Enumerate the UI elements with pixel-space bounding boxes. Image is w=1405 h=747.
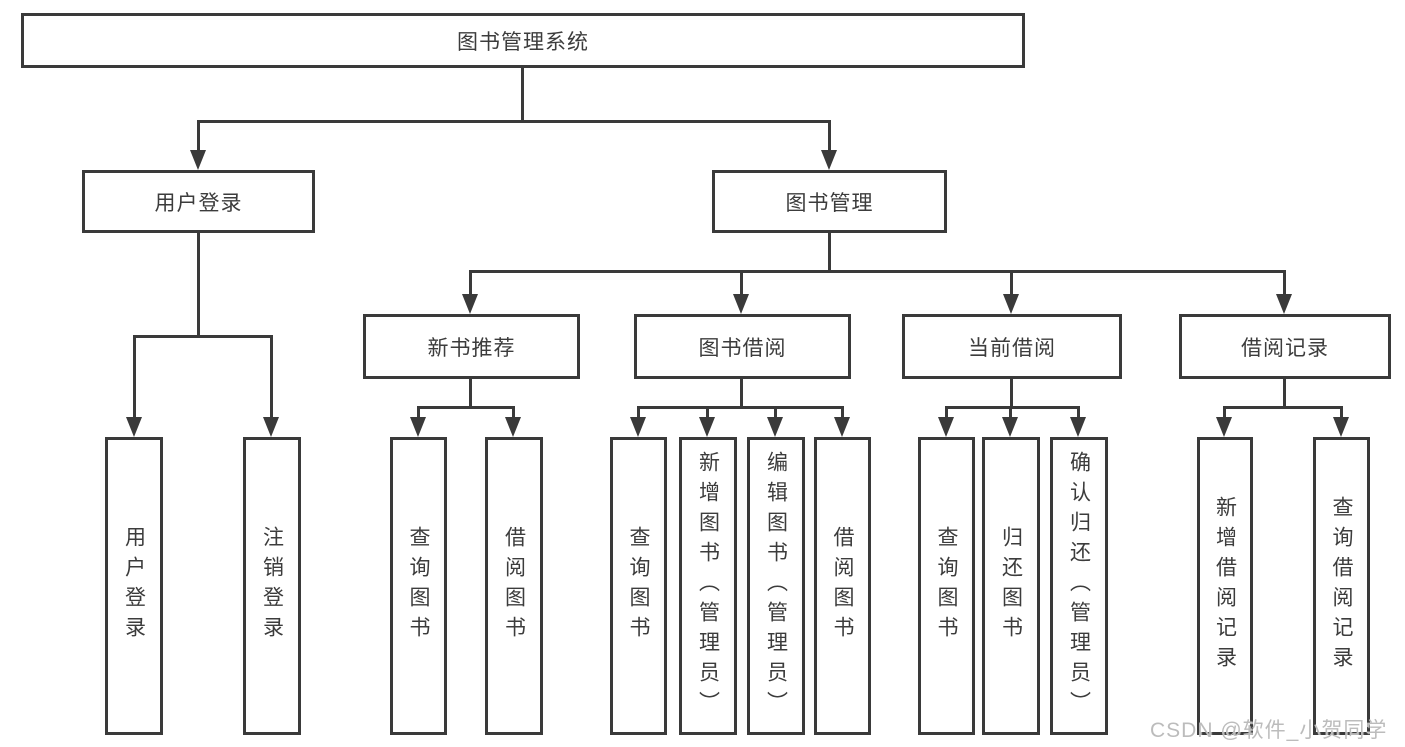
- leaf-add-books-admin: 新增图书（管理员）: [679, 437, 737, 735]
- leaf-label: 用户登录: [122, 526, 146, 646]
- leaf-add-borrow-record: 新增借阅记录: [1197, 437, 1253, 735]
- leaf-label: 查询图书: [407, 526, 430, 646]
- connector-leaf: [637, 406, 640, 420]
- arrow-down-icon: [630, 417, 646, 437]
- leaf-label: 查询借阅记录: [1330, 496, 1353, 676]
- arrow-down-icon: [938, 417, 954, 437]
- node-book-borrow: 图书借阅: [634, 314, 851, 379]
- connector-to-recommend: [469, 270, 472, 296]
- arrow-down-icon: [834, 417, 850, 437]
- arrow-down-icon: [767, 417, 783, 437]
- leaf-recommend-borrow-books: 借阅图书: [485, 437, 543, 735]
- connector-leaf: [133, 335, 136, 419]
- node-user-login: 用户登录: [82, 170, 315, 233]
- connector-to-current: [1010, 270, 1013, 296]
- connector-borrow-split: [637, 406, 843, 409]
- leaf-borrow-books: 借阅图书: [814, 437, 871, 735]
- leaf-label: 查询图书: [627, 526, 650, 646]
- leaf-current-query-books: 查询图书: [918, 437, 975, 735]
- arrow-down-icon: [410, 417, 426, 437]
- leaf-recommend-query-books: 查询图书: [390, 437, 447, 735]
- connector-records-split: [1223, 406, 1342, 409]
- leaf-label: 借阅图书: [831, 526, 854, 646]
- leaf-label: 新增借阅记录: [1213, 496, 1237, 676]
- csdn-watermark: CSDN @软件_小贺同学: [1150, 719, 1388, 742]
- node-new-book-recommend: 新书推荐: [363, 314, 580, 379]
- connector-to-records: [1283, 270, 1286, 296]
- connector-root-trunk: [521, 68, 524, 120]
- leaf-label: 查询图书: [935, 526, 958, 646]
- arrow-down-icon: [505, 417, 521, 437]
- connector-manage-trunk: [828, 233, 831, 271]
- leaf-confirm-return-admin: 确认归还（管理员）: [1050, 437, 1108, 735]
- arrow-down-icon: [1003, 294, 1019, 314]
- node-borrow-records: 借阅记录: [1179, 314, 1391, 379]
- connector-leaf: [1340, 406, 1343, 420]
- leaf-label: 归还图书: [999, 526, 1023, 646]
- connector-leaf: [270, 335, 273, 419]
- arrow-down-icon: [190, 150, 206, 170]
- leaf-logout: 注销登录: [243, 437, 301, 735]
- leaf-label: 确认归还（管理员）: [1067, 451, 1091, 721]
- connector-leaf: [945, 406, 948, 420]
- leaf-edit-books-admin: 编辑图书（管理员）: [747, 437, 805, 735]
- connector-leaf: [1077, 406, 1080, 420]
- connector-current-split: [945, 406, 1080, 409]
- connector-borrow-trunk: [740, 379, 743, 407]
- connector-leaf: [1009, 406, 1012, 420]
- arrow-down-icon: [1002, 417, 1018, 437]
- arrow-down-icon: [699, 417, 715, 437]
- node-current-borrow: 当前借阅: [902, 314, 1122, 379]
- node-book-manage: 图书管理: [712, 170, 947, 233]
- connector-login-trunk: [197, 233, 200, 337]
- connector-root-split: [197, 120, 831, 123]
- arrow-down-icon: [1276, 294, 1292, 314]
- leaf-label: 注销登录: [260, 526, 284, 646]
- leaf-label: 编辑图书（管理员）: [764, 451, 788, 721]
- connector-to-borrow: [740, 270, 743, 296]
- leaf-label: 借阅图书: [502, 526, 526, 646]
- connector-recommend-split: [417, 406, 515, 409]
- connector-leaf: [841, 406, 844, 420]
- arrow-down-icon: [821, 150, 837, 170]
- connector-leaf: [417, 406, 420, 420]
- arrow-down-icon: [733, 294, 749, 314]
- leaf-label: 新增图书（管理员）: [696, 451, 720, 721]
- node-library-system: 图书管理系统: [21, 13, 1025, 68]
- arrow-down-icon: [462, 294, 478, 314]
- connector-leaf: [774, 406, 777, 420]
- arrow-down-icon: [1070, 417, 1086, 437]
- leaf-user-login: 用户登录: [105, 437, 163, 735]
- connector-manage-split: [469, 270, 1286, 273]
- connector-leaf: [512, 406, 515, 420]
- connector-current-trunk: [1010, 379, 1013, 407]
- leaf-query-borrow-record: 查询借阅记录: [1313, 437, 1370, 735]
- connector-to-manage: [828, 120, 831, 151]
- arrow-down-icon: [126, 417, 142, 437]
- connector-to-login: [197, 120, 200, 151]
- connector-recommend-trunk: [469, 379, 472, 407]
- leaf-borrow-query-books: 查询图书: [610, 437, 667, 735]
- connector-records-trunk: [1283, 379, 1286, 407]
- connector-leaf: [706, 406, 709, 420]
- leaf-return-books: 归还图书: [982, 437, 1040, 735]
- arrow-down-icon: [263, 417, 279, 437]
- arrow-down-icon: [1333, 417, 1349, 437]
- arrow-down-icon: [1216, 417, 1232, 437]
- connector-login-split: [133, 335, 273, 338]
- connector-leaf: [1223, 406, 1226, 420]
